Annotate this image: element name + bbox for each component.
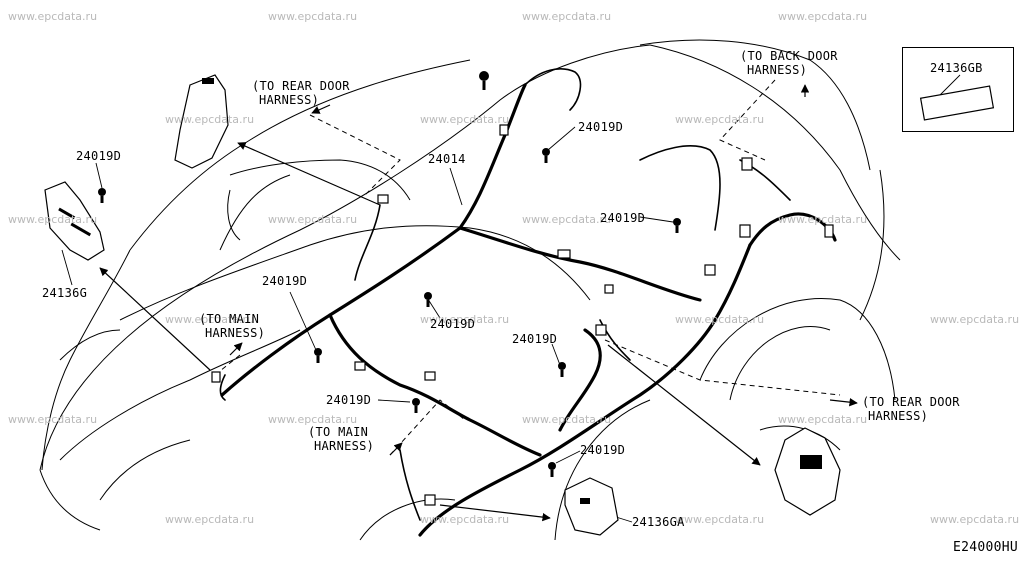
diagram-code: E24000HU xyxy=(952,540,1018,555)
label-24019d: 24019D xyxy=(262,274,308,288)
label-24019d: 24019D xyxy=(430,317,476,331)
watermark: www.epcdata.ru xyxy=(778,413,868,426)
watermark: www.epcdata.ru xyxy=(778,10,868,23)
label-24019d: 24019D xyxy=(600,211,646,225)
note-harness-left: HARNESS) xyxy=(259,93,320,107)
bolt-icon xyxy=(548,462,556,477)
watermark: www.epcdata.ru xyxy=(8,213,98,226)
main-harness-24014 xyxy=(220,83,837,537)
watermark: www.epcdata.ru xyxy=(268,413,358,426)
bolt-icon xyxy=(314,348,322,363)
brackets xyxy=(44,74,995,536)
label-24019d: 24019D xyxy=(578,120,624,134)
label-24019d: 24019D xyxy=(512,332,558,346)
label-24136g: 24136G xyxy=(42,286,88,300)
watermark: www.epcdata.ru xyxy=(165,313,255,326)
bolt-icon xyxy=(542,148,550,163)
module-24136gb xyxy=(919,85,995,121)
note-to-rear-door-left: (TO REAR DOOR xyxy=(252,79,350,93)
leader-arrows xyxy=(99,84,858,522)
watermark: www.epcdata.ru xyxy=(522,413,612,426)
watermark: www.epcdata.ru xyxy=(268,213,358,226)
inset-box xyxy=(902,47,1014,132)
note-to-main-lower: (TO MAIN xyxy=(308,425,369,439)
harness-branches xyxy=(219,68,791,521)
label-24014: 24014 xyxy=(428,152,466,166)
watermark: www.epcdata.ru xyxy=(522,10,612,23)
label-24136gb: 24136GB xyxy=(930,61,983,75)
note-harness-right: HARNESS) xyxy=(868,409,929,423)
bolt-icon xyxy=(424,292,432,307)
watermark: www.epcdata.ru xyxy=(675,113,765,126)
watermark: www.epcdata.ru xyxy=(165,113,255,126)
watermark: www.epcdata.ru xyxy=(268,10,358,23)
bolt-icon xyxy=(412,398,420,413)
label-24019d: 24019D xyxy=(76,149,122,163)
watermark: www.epcdata.ru xyxy=(675,313,765,326)
note-harness-main-lower: HARNESS) xyxy=(314,439,375,453)
watermark: www.epcdata.ru xyxy=(8,10,98,23)
watermark: www.epcdata.ru xyxy=(930,513,1020,526)
note-to-main-upper: (TO MAIN xyxy=(199,312,260,326)
bolts-24019d xyxy=(98,71,681,477)
bolt-icon xyxy=(479,71,489,90)
watermark: www.epcdata.ru xyxy=(420,313,510,326)
bracket-24136ga xyxy=(564,477,619,536)
bracket-rear-right xyxy=(774,427,841,516)
label-24136ga: 24136GA xyxy=(632,515,685,529)
watermark: www.epcdata.ru xyxy=(420,513,510,526)
bracket-24136g xyxy=(44,181,105,261)
bolt-icon xyxy=(98,188,106,203)
watermark: www.epcdata.ru xyxy=(675,513,765,526)
bracket-rear-door-left xyxy=(174,74,229,169)
note-harness-main-upper: HARNESS) xyxy=(205,326,266,340)
bolt-icon xyxy=(558,362,566,377)
note-harness-back: HARNESS) xyxy=(747,63,808,77)
watermark: www.epcdata.ru xyxy=(420,113,510,126)
watermark: www.epcdata.ru xyxy=(778,213,868,226)
label-24019d: 24019D xyxy=(326,393,372,407)
label-24019d: 24019D xyxy=(580,443,626,457)
note-to-back-door: (TO BACK DOOR xyxy=(740,49,838,63)
watermark: www.epcdata.ru xyxy=(930,313,1020,326)
watermark: www.epcdata.ru xyxy=(8,413,98,426)
bracket-details xyxy=(58,78,822,504)
bolt-icon xyxy=(673,218,681,233)
watermark: www.epcdata.ru xyxy=(165,513,255,526)
dashed-connections xyxy=(214,79,841,456)
car-body-outline xyxy=(39,39,901,541)
note-to-rear-door-right: (TO REAR DOOR xyxy=(862,395,960,409)
connectors xyxy=(211,124,834,506)
watermark: www.epcdata.ru xyxy=(522,213,612,226)
